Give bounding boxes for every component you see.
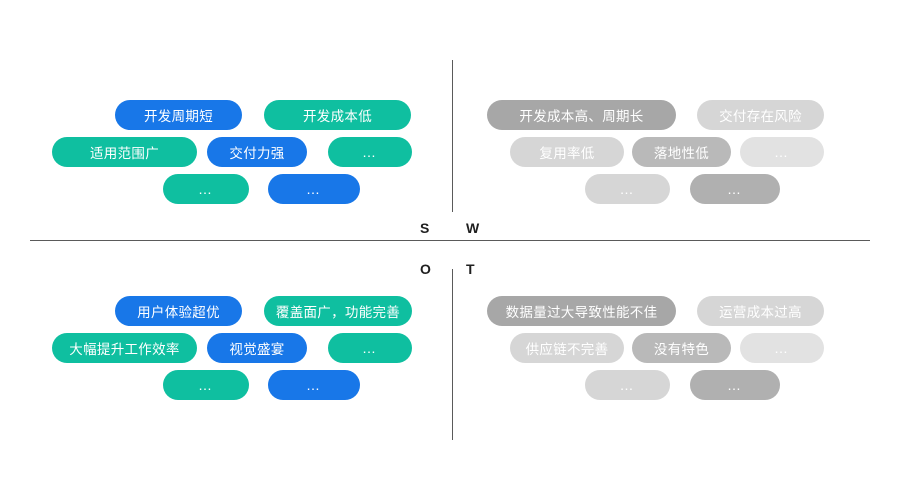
swot-pill-w-1[interactable]: 开发成本高、周期长 — [487, 100, 676, 130]
quadrant-label-t: T — [466, 261, 476, 277]
swot-pill-o-1[interactable]: 用户体验超优 — [115, 296, 242, 326]
swot-pill-t-6[interactable]: … — [585, 370, 670, 400]
swot-pill-t-2[interactable]: 运营成本过高 — [697, 296, 824, 326]
axis-gap-top — [446, 212, 460, 240]
swot-pill-s-2[interactable]: 开发成本低 — [264, 100, 411, 130]
swot-pill-s-7[interactable]: … — [268, 174, 360, 204]
horizontal-axis — [30, 240, 870, 241]
swot-pill-o-4[interactable]: 视觉盛宴 — [207, 333, 307, 363]
swot-pill-w-3[interactable]: 复用率低 — [510, 137, 624, 167]
swot-pill-o-7[interactable]: … — [268, 370, 360, 400]
swot-pill-s-3[interactable]: 适用范围广 — [52, 137, 197, 167]
quadrant-label-s: S — [420, 220, 430, 236]
swot-pill-t-1[interactable]: 数据量过大导致性能不佳 — [487, 296, 676, 326]
swot-pill-t-3[interactable]: 供应链不完善 — [510, 333, 624, 363]
axis-gap-bottom — [446, 241, 460, 269]
quadrant-label-o: O — [420, 261, 432, 277]
swot-pill-w-6[interactable]: … — [585, 174, 670, 204]
swot-pill-s-5[interactable]: … — [328, 137, 412, 167]
swot-pill-s-6[interactable]: … — [163, 174, 249, 204]
swot-pill-s-1[interactable]: 开发周期短 — [115, 100, 242, 130]
swot-pill-t-7[interactable]: … — [690, 370, 780, 400]
swot-pill-o-6[interactable]: … — [163, 370, 249, 400]
swot-pill-o-2[interactable]: 覆盖面广，功能完善 — [264, 296, 412, 326]
swot-pill-t-4[interactable]: 没有特色 — [632, 333, 731, 363]
swot-pill-w-7[interactable]: … — [690, 174, 780, 204]
swot-pill-w-2[interactable]: 交付存在风险 — [697, 100, 824, 130]
quadrant-label-w: W — [466, 220, 480, 236]
swot-pill-o-5[interactable]: … — [328, 333, 412, 363]
swot-pill-t-5[interactable]: … — [740, 333, 824, 363]
swot-pill-o-3[interactable]: 大幅提升工作效率 — [52, 333, 197, 363]
swot-pill-s-4[interactable]: 交付力强 — [207, 137, 307, 167]
swot-pill-w-5[interactable]: … — [740, 137, 824, 167]
swot-pill-w-4[interactable]: 落地性低 — [632, 137, 731, 167]
